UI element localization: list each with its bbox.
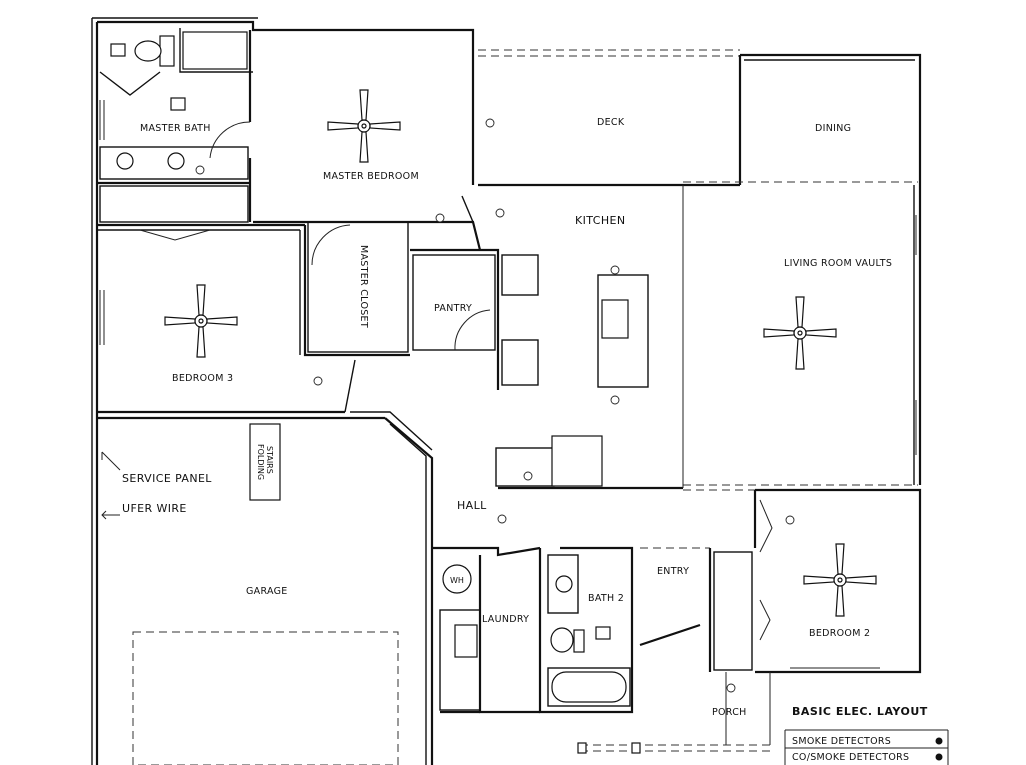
sink-icon	[555, 575, 573, 593]
room-label-dining: DINING	[815, 123, 851, 134]
garage-parking-outline	[132, 631, 399, 765]
room-label-deck: DECK	[597, 117, 625, 128]
room-label-garage: GARAGE	[246, 586, 288, 597]
exterior-walls	[91, 17, 922, 765]
bathtub-icon	[551, 671, 627, 703]
toilet-tank	[573, 629, 585, 653]
fixtures	[110, 31, 649, 703]
water-heater-label: WH	[450, 576, 464, 585]
room-label-pantry: PANTRY	[434, 303, 472, 314]
range-icon	[551, 435, 603, 487]
room-label-living-room: LIVING ROOM VAULTS	[784, 258, 892, 269]
room-label-entry: ENTRY	[657, 566, 689, 577]
room-label-porch: PORCH	[712, 707, 747, 718]
sink-icon	[167, 152, 185, 170]
room-label-bedroom3: BEDROOM 3	[172, 373, 233, 384]
legend-co-smoke-detectors: CO/SMOKE DETECTORS	[792, 752, 909, 763]
kitchen-sink-icon	[601, 299, 629, 339]
kitchen-island	[597, 274, 649, 388]
ceiling-fan-icon	[164, 284, 238, 358]
room-label-master-bath: MASTER BATH	[140, 123, 211, 134]
ceiling-fan-icon	[803, 543, 877, 617]
smoke-detector-legend-icon	[935, 737, 943, 745]
co-smoke-detector-legend-icon	[935, 753, 943, 761]
folding-stairs-label-1: FOLDING	[256, 444, 265, 480]
legend: BASIC ELEC. LAYOUT SMOKE DETECTORS CO/SM…	[784, 705, 949, 765]
ceiling-fan-icon	[327, 89, 401, 163]
room-label-kitchen: KITCHEN	[575, 214, 625, 227]
toilet-icon	[134, 40, 162, 62]
smoke-detector-icon	[195, 118, 795, 693]
ufer-wire-label: UFER WIRE	[122, 502, 187, 515]
room-label-hall: HALL	[457, 499, 487, 512]
exhaust-fan-icon	[110, 43, 126, 57]
sink-icon	[116, 152, 134, 170]
legend-smoke-detectors: SMOKE DETECTORS	[792, 736, 891, 747]
annotation-arrows	[101, 451, 121, 520]
exhaust-fan-icon	[595, 626, 611, 640]
toilet-tank	[159, 35, 175, 67]
interior-walls	[97, 28, 917, 765]
room-label-master-closet: MASTER CLOSET	[358, 245, 369, 328]
washer-icon	[454, 624, 478, 658]
toilet-icon	[550, 627, 574, 653]
room-label-bath2: BATH 2	[588, 593, 624, 604]
exhaust-fan-icon	[170, 97, 186, 111]
folding-stairs-label-2: STAIRS	[265, 446, 274, 474]
legend-title: BASIC ELEC. LAYOUT	[792, 705, 928, 718]
room-label-laundry: LAUNDRY	[482, 614, 529, 625]
room-label-bedroom2: BEDROOM 2	[809, 628, 870, 639]
service-panel-label: SERVICE PANEL	[122, 472, 212, 485]
shower-icon	[182, 31, 248, 70]
ceiling-fan-icon	[763, 296, 837, 370]
folding-stairs-icon	[249, 423, 281, 501]
room-label-master-bedroom: MASTER BEDROOM	[323, 171, 419, 182]
water-heater-icon	[442, 564, 472, 594]
